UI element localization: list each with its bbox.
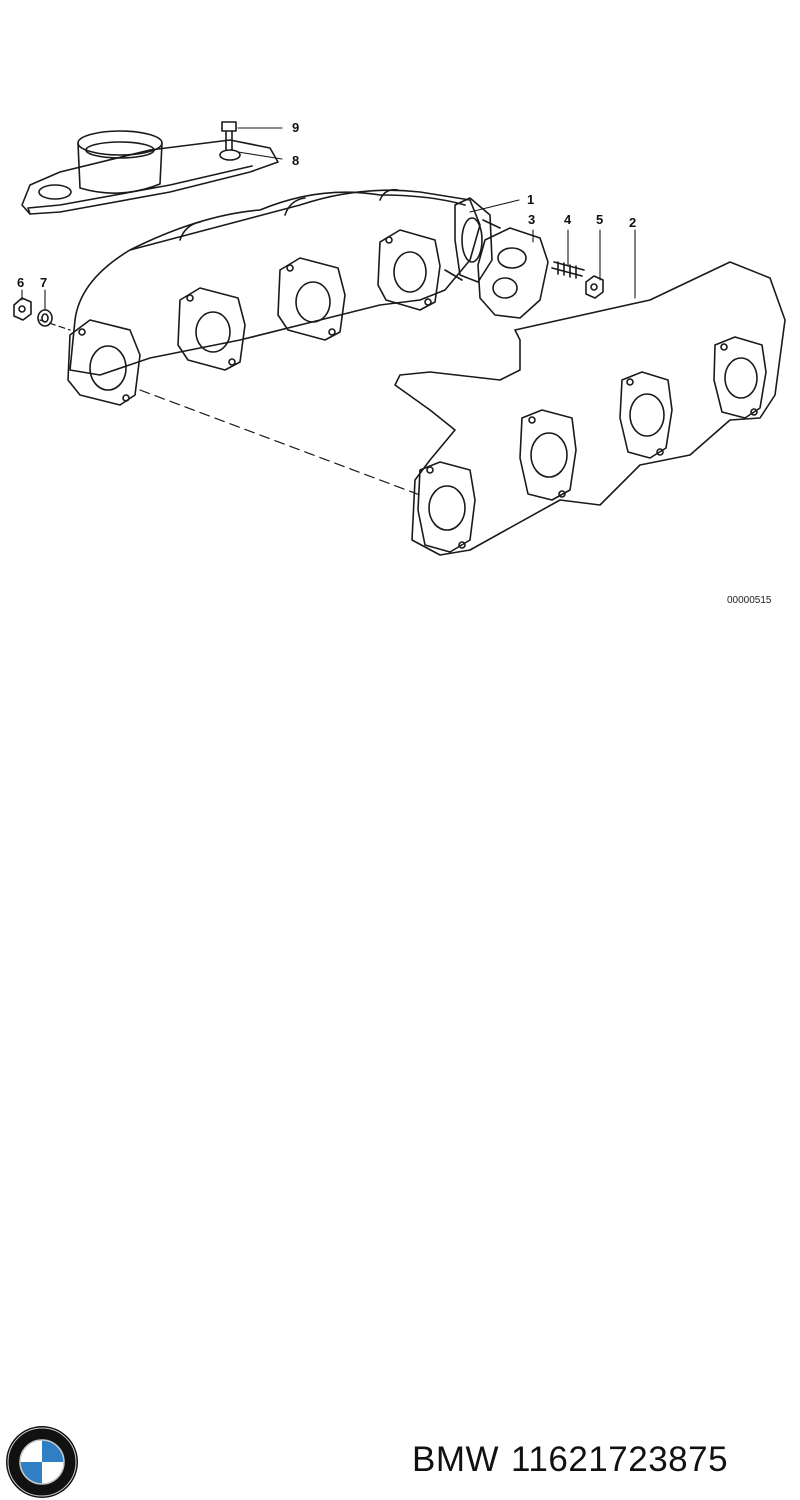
manifold-port-1 <box>67 319 141 406</box>
gasket-port-2 <box>519 409 577 501</box>
gasket-port-1 <box>417 461 476 553</box>
diagram-reference-code: 00000515 <box>727 595 772 606</box>
gasket-port-3 <box>619 371 673 459</box>
bmw-logo-icon <box>6 1426 78 1498</box>
callout-7: 7 <box>40 275 47 290</box>
callout-1: 1 <box>527 192 534 207</box>
callout-3: 3 <box>528 212 535 227</box>
callout-labels: 9 8 1 2 3 4 5 6 7 <box>17 120 636 290</box>
manifold-port-3 <box>277 257 346 341</box>
alignment-dashed-line-2 <box>39 319 71 331</box>
manifold-port-2 <box>177 287 246 371</box>
nut-6 <box>13 297 32 321</box>
callout-9: 9 <box>292 120 299 135</box>
part-number: 11621723875 <box>511 1440 729 1479</box>
bolt-9 <box>221 121 237 151</box>
brand-part-label: BMW 11621723875 <box>412 1440 728 1480</box>
manifold-port-4 <box>377 229 441 311</box>
leader-lines <box>21 127 636 311</box>
stud-4 <box>551 261 585 279</box>
nut-5 <box>585 275 604 299</box>
callout-6: 6 <box>17 275 24 290</box>
heat-shield <box>21 139 279 215</box>
alignment-dashed-line <box>139 389 421 496</box>
flange-gasket <box>477 227 549 319</box>
callout-2: 2 <box>629 215 636 230</box>
shield-cylinder <box>77 130 163 194</box>
manifold-gasket <box>394 261 786 556</box>
callout-5: 5 <box>596 212 603 227</box>
exploded-parts-diagram: 9 8 1 2 3 4 5 6 7 <box>13 120 786 556</box>
gasket-port-4 <box>713 336 767 419</box>
footer: BMW 11621723875 <box>0 700 800 1498</box>
exhaust-manifold <box>67 188 501 406</box>
callout-8: 8 <box>292 153 299 168</box>
brand-name: BMW <box>412 1440 500 1479</box>
callout-4: 4 <box>564 212 572 227</box>
